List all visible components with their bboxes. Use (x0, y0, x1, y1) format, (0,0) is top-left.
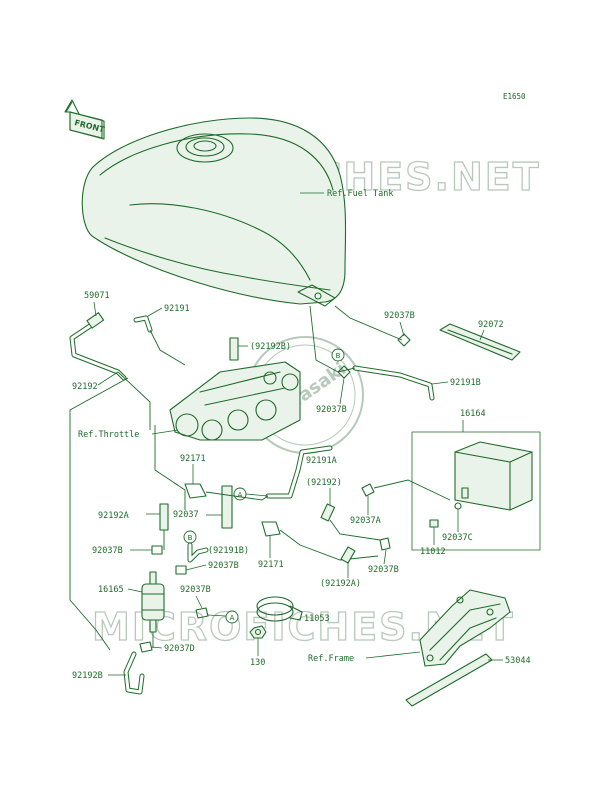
label-92072: 92072 (478, 320, 504, 330)
label-92191: 92191 (164, 304, 190, 314)
label-ref-throttle: Ref.Throttle (78, 430, 139, 440)
label-92037d: 92037D (164, 644, 195, 654)
clamp-92037a (361, 483, 375, 497)
clamp-92037d (139, 641, 153, 653)
label-92037b-l1: 92037B (92, 546, 123, 556)
canister-box (411, 420, 541, 551)
label-92171-a: 92171 (180, 454, 206, 464)
label-92037b-l2: 92037B (208, 561, 239, 571)
rubber-strip-53044 (405, 653, 493, 707)
front-arrow-icon: FRONT (64, 99, 106, 140)
label-92191b: 92191B (450, 378, 481, 388)
label-16164: 16164 (460, 409, 486, 419)
clamp-92037b-l2 (175, 565, 187, 575)
circle-b-left: B (188, 534, 193, 542)
label-130: 130 (250, 658, 265, 668)
label-53044: 53044 (505, 656, 531, 666)
label-92192b: 92192B (72, 671, 103, 681)
label-59071: 59071 (84, 291, 110, 301)
label-92037: 92037 (173, 510, 199, 520)
hose-92192b (123, 651, 145, 695)
label-11012: 11012 (420, 547, 446, 557)
fuel-filter-16165 (141, 571, 165, 648)
label-92037b-top: 92037B (384, 311, 415, 321)
hose-92192a (159, 503, 169, 531)
label-92192b-paren: (92192B) (250, 342, 291, 352)
diagram-code: E1650 (503, 92, 526, 101)
clamp-92037b-l1 (151, 545, 163, 555)
nut-130 (249, 625, 267, 639)
strap-92072 (439, 323, 521, 361)
label-11053: 11053 (304, 614, 330, 624)
label-92191b-paren: (92191B) (208, 546, 249, 556)
label-ref-frame: Ref.Frame (308, 654, 354, 664)
frame (419, 589, 511, 667)
circle-b-top: B (336, 352, 341, 360)
hose-92191b: B (309, 305, 435, 401)
circle-a-mid: A (238, 491, 243, 499)
label-16165: 16165 (98, 585, 124, 595)
label-92037b-mid: 92037B (316, 405, 347, 415)
label-92192: 92192 (72, 382, 98, 392)
label-92192a-paren: (92192A) (320, 579, 361, 589)
hose-left (69, 312, 186, 651)
throttle-body (169, 337, 301, 441)
bracket-92037 (221, 485, 233, 529)
label-92037b-r: 92037B (368, 565, 399, 575)
hose-92192 (320, 503, 336, 522)
fuel-tank (81, 117, 347, 307)
clamp-92037b-right (379, 537, 391, 551)
label-ref-fuel-tank: Ref.Fuel Tank (327, 189, 394, 199)
label-92171-b: 92171 (258, 560, 284, 570)
clip-92171-top (184, 483, 207, 499)
label-92192a: 92192A (98, 511, 129, 521)
label-92037c: 92037C (442, 533, 473, 543)
circle-a-bottom: A (230, 614, 235, 622)
clamp-band-11053 (256, 596, 303, 622)
clip-92171-bottom (261, 521, 281, 537)
clamp-92037b-l3 (195, 607, 209, 619)
label-92037b-l3: 92037B (180, 585, 211, 595)
label-92037a: 92037A (350, 516, 381, 526)
label-92192-paren: (92192) (306, 478, 342, 488)
label-92191a: 92191A (306, 456, 337, 466)
hose-92192a-mid (340, 546, 356, 564)
